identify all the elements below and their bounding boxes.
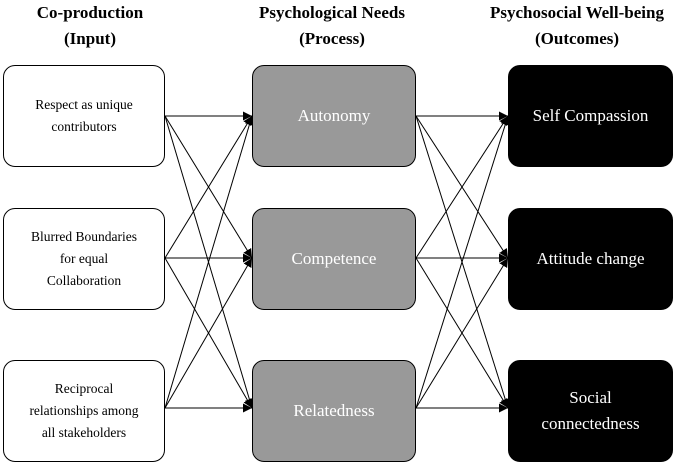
outcome-social-connectedness-line: connectedness <box>541 414 640 433</box>
process-autonomy-label: Autonomy <box>297 106 371 125</box>
process-box-relatedness: Relatedness <box>252 360 416 462</box>
connector-arrow-stage2-2-to-1 <box>415 257 509 409</box>
input-boundaries-line: for equal <box>59 251 109 266</box>
heading-outcomes: Psychosocial Well-being (Outcomes) <box>467 0 685 52</box>
outcome-self-compassion-label: Self Compassion <box>532 106 649 125</box>
heading-process-title: Psychological Needs <box>259 3 405 22</box>
input-box-boundaries: Blurred Boundaries for equal Collaborati… <box>3 208 165 310</box>
process-relatedness-label: Relatedness <box>293 401 375 420</box>
process-box-competence: Competence <box>252 208 416 310</box>
heading-input-title: Co-production <box>36 3 144 22</box>
input-boundaries-line: Blurred Boundaries <box>30 229 138 244</box>
process-box-autonomy: Autonomy <box>252 65 416 167</box>
outcome-box-self-compassion: Self Compassion <box>508 65 673 167</box>
connector-arrow-stage2-2-to-0 <box>415 115 510 409</box>
heading-input-subtitle: (Input) <box>64 29 116 48</box>
outcome-box-social-connectedness: Social connectedness <box>508 360 673 462</box>
heading-outcomes-title: Psychosocial Well-being <box>490 3 664 22</box>
input-respect-line: contributors <box>51 119 117 134</box>
input-reciprocal-line: relationships among <box>29 403 139 418</box>
heading-process-subtitle: (Process) <box>299 29 365 48</box>
heading-input: Co-production (Input) <box>0 0 200 52</box>
process-competence-label: Competence <box>291 249 377 268</box>
input-respect-line: Respect as unique <box>35 97 133 112</box>
heading-process: Psychological Needs (Process) <box>222 0 442 52</box>
outcome-social-connectedness-line: Social <box>569 388 612 407</box>
input-box-reciprocal: Reciprocal relationships among all stake… <box>3 360 165 462</box>
heading-outcomes-subtitle: (Outcomes) <box>534 29 620 48</box>
input-box-respect: Respect as unique contributors <box>3 65 165 167</box>
input-boundaries-line: Collaboration <box>46 273 122 288</box>
outcome-box-attitude-change: Attitude change <box>508 208 673 310</box>
connector-arrow-stage1-1-to-0 <box>164 115 253 259</box>
connector-arrow-stage1-2-to-1 <box>164 257 253 409</box>
outcome-attitude-change-label: Attitude change <box>536 249 645 268</box>
input-reciprocal-line: all stakeholders <box>41 425 127 440</box>
connector-arrow-stage1-2-to-0 <box>164 115 254 409</box>
input-reciprocal-line: Reciprocal <box>54 381 114 396</box>
connector-arrow-stage2-1-to-0 <box>415 115 509 259</box>
